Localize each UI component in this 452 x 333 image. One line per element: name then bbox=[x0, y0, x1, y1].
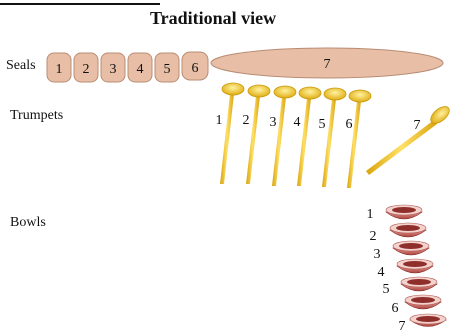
trumpet-3-bell bbox=[273, 85, 297, 99]
seals-row-label: Seals bbox=[6, 58, 36, 73]
bowl-5-liquid bbox=[407, 279, 431, 285]
bowl-2: 2 bbox=[370, 222, 427, 244]
bowl-7: 7 bbox=[399, 313, 447, 333]
seal-6-number: 6 bbox=[192, 61, 199, 76]
seal-1: 1 bbox=[46, 52, 72, 83]
seal-1-number: 1 bbox=[56, 62, 63, 77]
seal-4: 4 bbox=[127, 52, 153, 83]
trumpet-3-number: 3 bbox=[270, 115, 277, 130]
bowl-1-liquid bbox=[392, 207, 416, 213]
trumpet-1-number: 1 bbox=[216, 113, 223, 128]
trumpet-2-tube bbox=[246, 96, 260, 184]
bowl-3-liquid bbox=[399, 243, 423, 249]
bowl-2-number: 2 bbox=[370, 229, 377, 244]
bowl-1-number: 1 bbox=[367, 207, 374, 222]
bowls-group: 1 2 3 4 5 6 bbox=[367, 204, 447, 333]
seal-3: 3 bbox=[100, 52, 126, 83]
seal-7-shape bbox=[210, 47, 444, 79]
trumpet-4-number: 4 bbox=[294, 115, 301, 130]
seal-2: 2 bbox=[73, 52, 99, 83]
trumpet-1-bell bbox=[221, 82, 245, 96]
bowl-4-number: 4 bbox=[378, 265, 385, 280]
bowl-5: 5 bbox=[383, 276, 438, 297]
trumpet-6-tube bbox=[347, 101, 361, 188]
seal-3-number: 3 bbox=[110, 62, 117, 77]
bowl-6: 6 bbox=[392, 294, 442, 316]
trumpets-row-label: Trumpets bbox=[10, 108, 64, 123]
seal-5-number: 5 bbox=[164, 62, 171, 77]
trumpet-3-tube bbox=[272, 97, 286, 186]
seals-group: 1 2 3 4 5 6 7 bbox=[46, 47, 444, 83]
trumpet-2-number: 2 bbox=[243, 113, 250, 128]
trumpet-6-number: 6 bbox=[346, 117, 353, 132]
seal-2-shape bbox=[73, 52, 99, 83]
trumpet-6-bell bbox=[348, 89, 372, 103]
trumpet-6: 6 bbox=[346, 89, 372, 188]
seal-6: 6 bbox=[181, 51, 209, 81]
seal-5-shape bbox=[154, 52, 180, 83]
bowls-row-label: Bowls bbox=[10, 215, 46, 230]
seal-3-shape bbox=[100, 52, 126, 83]
trumpet-7-bell bbox=[430, 106, 450, 124]
seal-1-shape bbox=[46, 52, 72, 83]
trumpet-4-bell bbox=[298, 86, 322, 100]
diagram-title: Traditional view bbox=[150, 8, 277, 28]
bowl-7-number: 7 bbox=[399, 319, 406, 333]
trumpet-5-number: 5 bbox=[319, 117, 326, 132]
trumpet-4: 4 bbox=[294, 86, 322, 186]
bowl-2-liquid bbox=[396, 225, 420, 231]
bowl-3: 3 bbox=[374, 240, 430, 262]
seal-4-number: 4 bbox=[137, 62, 144, 77]
bowl-1: 1 bbox=[367, 204, 423, 222]
seal-7: 7 bbox=[210, 47, 444, 79]
top-rule bbox=[0, 3, 160, 5]
trumpet-1-tube bbox=[220, 94, 234, 184]
seal-5: 5 bbox=[154, 52, 180, 83]
trumpet-7-number: 7 bbox=[414, 118, 421, 133]
bowl-6-liquid bbox=[411, 297, 435, 303]
seal-6-shape bbox=[181, 51, 209, 81]
seal-2-number: 2 bbox=[83, 62, 90, 77]
trumpet-2: 2 bbox=[243, 84, 271, 184]
trumpet-5-tube bbox=[322, 99, 336, 187]
trumpet-5: 5 bbox=[319, 87, 347, 187]
trumpet-1: 1 bbox=[216, 82, 245, 184]
trumpet-7-tube bbox=[366, 120, 437, 175]
trumpet-3: 3 bbox=[270, 85, 297, 186]
trumpet-2-bell bbox=[247, 84, 271, 98]
seal-4-shape bbox=[127, 52, 153, 83]
trumpet-7: 7 bbox=[366, 106, 450, 175]
trumpet-4-tube bbox=[297, 98, 311, 186]
bowl-7-liquid bbox=[416, 316, 440, 322]
trumpet-5-bell bbox=[323, 87, 347, 101]
trumpets-group: 1 2 3 4 5 6 7 bbox=[216, 82, 450, 188]
bowl-3-number: 3 bbox=[374, 247, 381, 262]
seal-7-number: 7 bbox=[324, 57, 331, 72]
bowl-4-liquid bbox=[403, 261, 427, 267]
bowl-4: 4 bbox=[378, 258, 434, 280]
bowl-5-number: 5 bbox=[383, 282, 390, 297]
bowl-6-number: 6 bbox=[392, 301, 399, 316]
